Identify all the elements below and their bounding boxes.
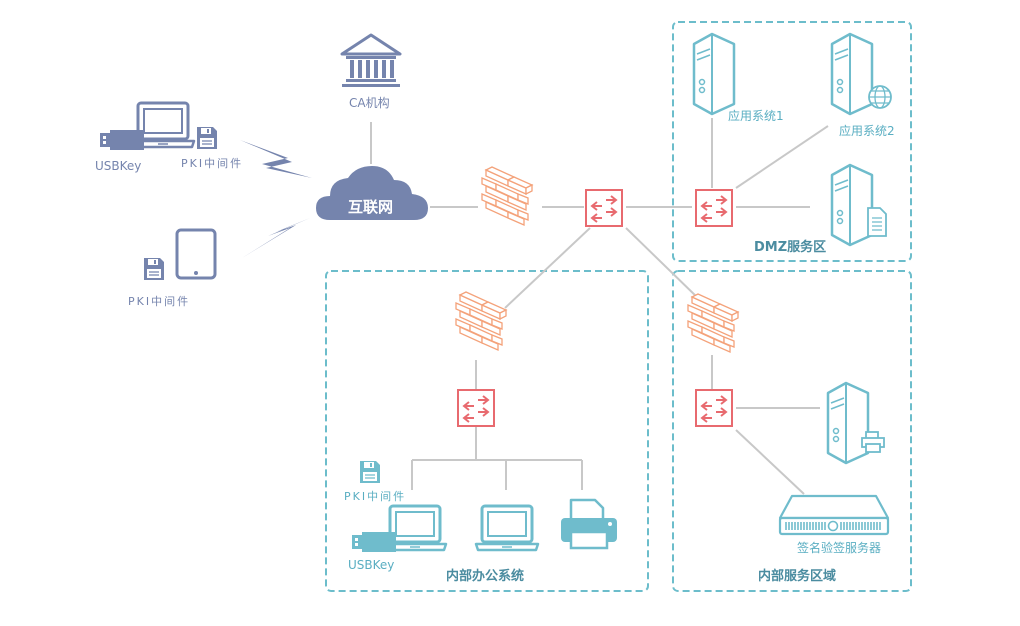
internal-service-zone-label: 内部服务区域 xyxy=(758,569,837,584)
switch-icon xyxy=(695,389,733,427)
printer-icon xyxy=(861,431,885,453)
firewall-icon xyxy=(687,293,739,353)
tablet-icon xyxy=(175,228,217,280)
server-icon xyxy=(830,32,874,116)
ca-label: CA机构 xyxy=(349,96,390,110)
server-icon xyxy=(692,32,736,116)
connection-lines xyxy=(370,118,829,495)
usb-key-icon xyxy=(100,130,144,150)
switch-icon xyxy=(695,189,733,227)
printer-icon xyxy=(561,498,617,550)
laptop-icon xyxy=(474,504,540,552)
tablet-pki-label: PKI中间件 xyxy=(128,295,191,308)
server-icon xyxy=(830,163,874,247)
internet-label: 互联网 xyxy=(348,198,394,216)
sign-server-label: 签名验签服务器 xyxy=(797,541,882,555)
office-pki-label: PKI中间件 xyxy=(344,490,407,503)
cloud-icon xyxy=(316,166,428,220)
globe-icon xyxy=(868,85,892,109)
floppy-icon xyxy=(359,460,381,484)
usb-key-icon xyxy=(352,532,396,552)
lightning-icon xyxy=(240,140,312,178)
switch-icon xyxy=(585,189,623,227)
zone-dmz xyxy=(672,21,912,262)
lightning-icon xyxy=(242,218,310,258)
firewall-icon xyxy=(455,291,507,351)
app2-label: 应用系统2 xyxy=(839,124,895,138)
document-icon xyxy=(867,207,887,237)
switch-icon xyxy=(457,389,495,427)
firewall-icon xyxy=(481,166,533,226)
zone-internal-service xyxy=(672,270,912,592)
rack-server-icon xyxy=(778,494,890,536)
office-usbkey-label: USBKey xyxy=(348,558,395,572)
office-zone-label: 内部办公系统 xyxy=(446,569,525,584)
pc-pki-label: PKI中间件 xyxy=(181,157,244,170)
bank-icon xyxy=(340,33,402,87)
zone-office xyxy=(325,270,649,592)
dmz-zone-label: DMZ服务区 xyxy=(754,240,827,255)
pc-usbkey-label: USBKey xyxy=(95,159,142,173)
floppy-icon xyxy=(196,126,218,150)
app1-label: 应用系统1 xyxy=(728,109,784,123)
floppy-icon xyxy=(143,257,165,281)
server-icon xyxy=(826,381,870,465)
